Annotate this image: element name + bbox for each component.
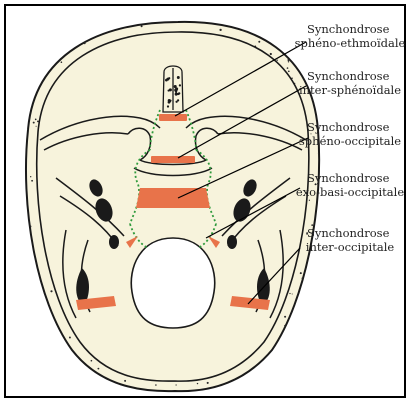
label-exo-basi-occipital: Synchondrose exo-basi-occipitale [296,171,404,199]
label-spheno-occipital: Synchondrose sphéno-occipitale [299,120,401,148]
synchondrosis-inter-sphenoidal [151,156,195,163]
label-spheno-ethmoidal: Synchondrose sphéno-ethmoïdale [295,22,406,50]
label-inter-occipital: Synchondrose inter-occipitale [306,226,395,254]
synchondrosis-spheno-occipital [136,188,210,208]
foramen-magnum [131,238,214,328]
ethmoid-cribriform-plate [163,66,183,112]
synchondrosis-spheno-ethmoidal [159,114,187,121]
label-inter-sphenoidal: Synchondrose inter-sphénoïdale [299,69,401,97]
